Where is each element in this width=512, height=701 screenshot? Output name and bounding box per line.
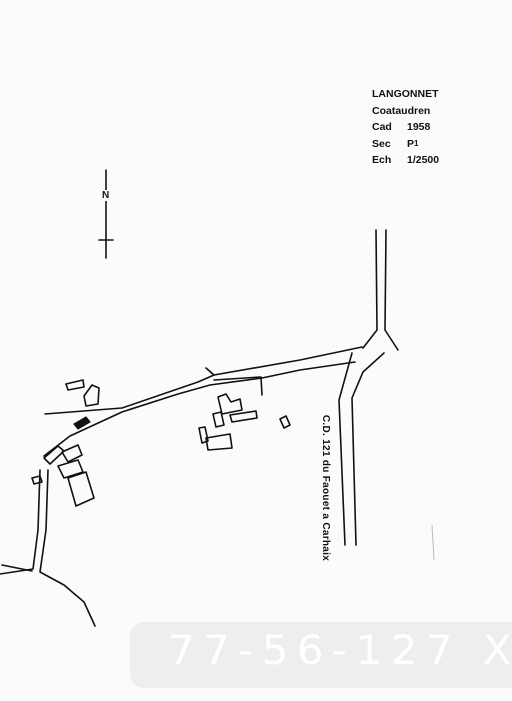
building-west-4 xyxy=(67,471,95,507)
building-north-west-1 xyxy=(65,379,85,391)
north-arrow-letter: N xyxy=(101,190,111,201)
road-southwest-east-edge xyxy=(39,469,96,627)
parcel-enclosure xyxy=(213,376,263,396)
building-central-2 xyxy=(212,411,225,428)
road-cd121-north-east-edge xyxy=(384,229,399,351)
road-cd121-south-west-edge xyxy=(338,352,353,546)
road-southwest-west-edge xyxy=(0,469,41,575)
building-west-2 xyxy=(61,444,83,463)
archive-stamp-band xyxy=(130,622,512,688)
road-village-spur xyxy=(205,367,215,376)
building-highlighted xyxy=(73,416,91,430)
road-label-cd121: C.D. 121 du Faouet a Carhaix xyxy=(320,414,331,562)
building-west-5 xyxy=(31,475,43,485)
building-west-1 xyxy=(43,445,65,465)
building-west-3 xyxy=(57,459,84,479)
road-cd121-south-east-edge xyxy=(351,352,385,546)
building-north-west-2 xyxy=(83,384,100,407)
archive-reference-number: 77-56-127 X xyxy=(168,628,512,674)
building-small-east xyxy=(279,415,291,429)
building-south-2 xyxy=(205,433,233,451)
building-south-1 xyxy=(198,426,209,444)
road-village-north-edge xyxy=(44,346,363,415)
cartouche-commune: LANGONNET xyxy=(372,88,439,100)
scan-scratch xyxy=(431,524,435,561)
road-southwest-branch xyxy=(1,564,33,572)
building-central-1 xyxy=(217,393,243,415)
road-village-south-edge xyxy=(43,361,356,457)
building-central-3 xyxy=(229,410,258,423)
road-cd121-north-west-edge xyxy=(362,229,378,349)
cartouche-lieu-dit: Coataudren xyxy=(372,104,431,117)
